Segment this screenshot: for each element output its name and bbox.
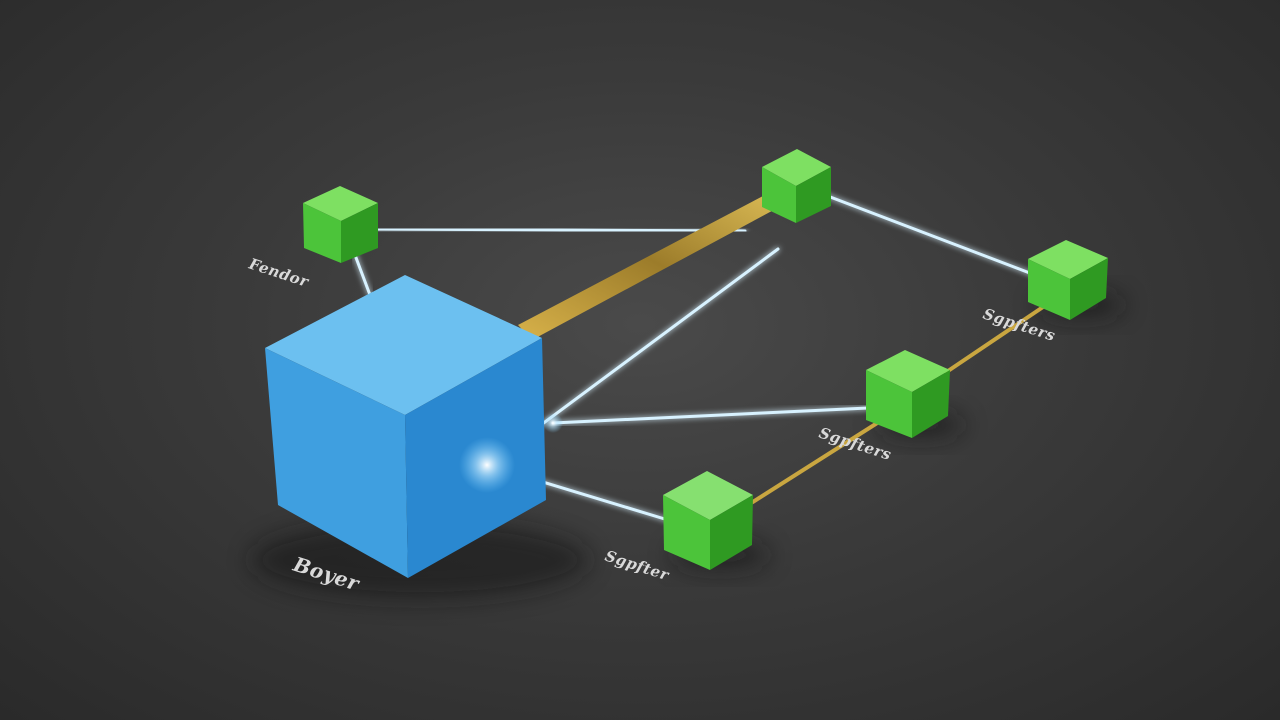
link-n2-n3 xyxy=(823,193,1037,277)
link-gold-hub-n2 xyxy=(518,186,796,340)
hub-cube[interactable] xyxy=(265,275,563,578)
link-gold-n3-n4 xyxy=(943,303,1048,375)
node-n2-cube[interactable] xyxy=(762,149,831,223)
hub-left-face xyxy=(265,348,408,578)
node-n1-cube[interactable] xyxy=(303,186,378,263)
node-n3-cube[interactable] xyxy=(1028,240,1108,320)
hub-top-face xyxy=(265,275,542,415)
node-n5-cube[interactable] xyxy=(663,471,753,570)
link-n1-n2 xyxy=(373,227,747,233)
link-hub-n4 xyxy=(551,406,870,425)
node-n4-cube[interactable] xyxy=(866,350,950,438)
node-label-n5: Sgpfter xyxy=(603,547,672,585)
link-gold-n4-n5 xyxy=(746,418,884,507)
node-label-n1: Fendor xyxy=(246,254,312,291)
link-n1-hub xyxy=(353,253,372,297)
